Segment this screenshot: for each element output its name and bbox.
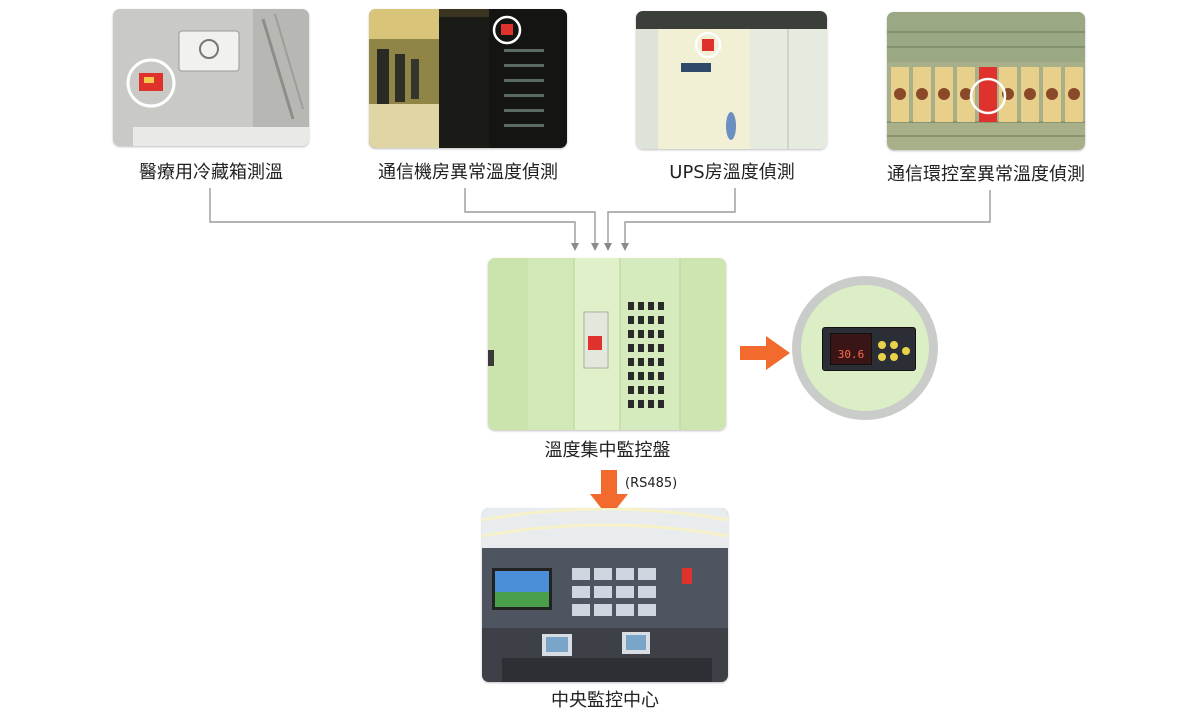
controller-inner-circle: 30.6	[801, 285, 929, 411]
source-label-fridge: 醫療用冷藏箱測溫	[139, 162, 283, 183]
controller-readout: 30.6	[837, 348, 865, 361]
controller-button-3	[878, 353, 886, 361]
source-label-ups: UPS房溫度偵測	[669, 162, 795, 183]
control-room-photo	[482, 508, 728, 682]
center-label: 中央監控中心	[551, 690, 659, 711]
monitoring-panel-photo	[488, 258, 726, 430]
connector-fridge	[209, 188, 576, 244]
source-label-terminal: 通信環控室異常溫度偵測	[887, 164, 1085, 185]
arrowhead-terminal	[621, 243, 629, 251]
ups-cabinet-sensor-photo	[636, 11, 827, 149]
source-label-server-room: 通信機房異常溫度偵測	[378, 162, 558, 183]
orange-arrow-right	[740, 336, 790, 370]
terminal-panel-sensor-photo	[887, 12, 1085, 150]
controller-button-2	[890, 341, 898, 349]
controller-button-1	[878, 341, 886, 349]
controller-body: 30.6	[822, 327, 916, 371]
orange-arrow-down	[590, 470, 628, 518]
arrowhead-fridge	[571, 243, 579, 251]
arrowhead-ups	[604, 243, 612, 251]
temperature-controller-photo: 30.6	[792, 276, 938, 420]
link-protocol-label: (RS485)	[625, 476, 678, 491]
controller-button-5	[902, 347, 910, 355]
server-room-sensor-photo	[369, 9, 567, 148]
panel-label: 溫度集中監控盤	[544, 440, 671, 461]
controller-button-4	[890, 353, 898, 361]
fridge-sensor-photo	[113, 9, 309, 146]
connector-ups	[607, 188, 736, 244]
connector-server-room	[464, 188, 596, 244]
arrowhead-server-room	[591, 243, 599, 251]
connector-terminal	[624, 190, 991, 244]
controller-display: 30.6	[830, 333, 872, 365]
